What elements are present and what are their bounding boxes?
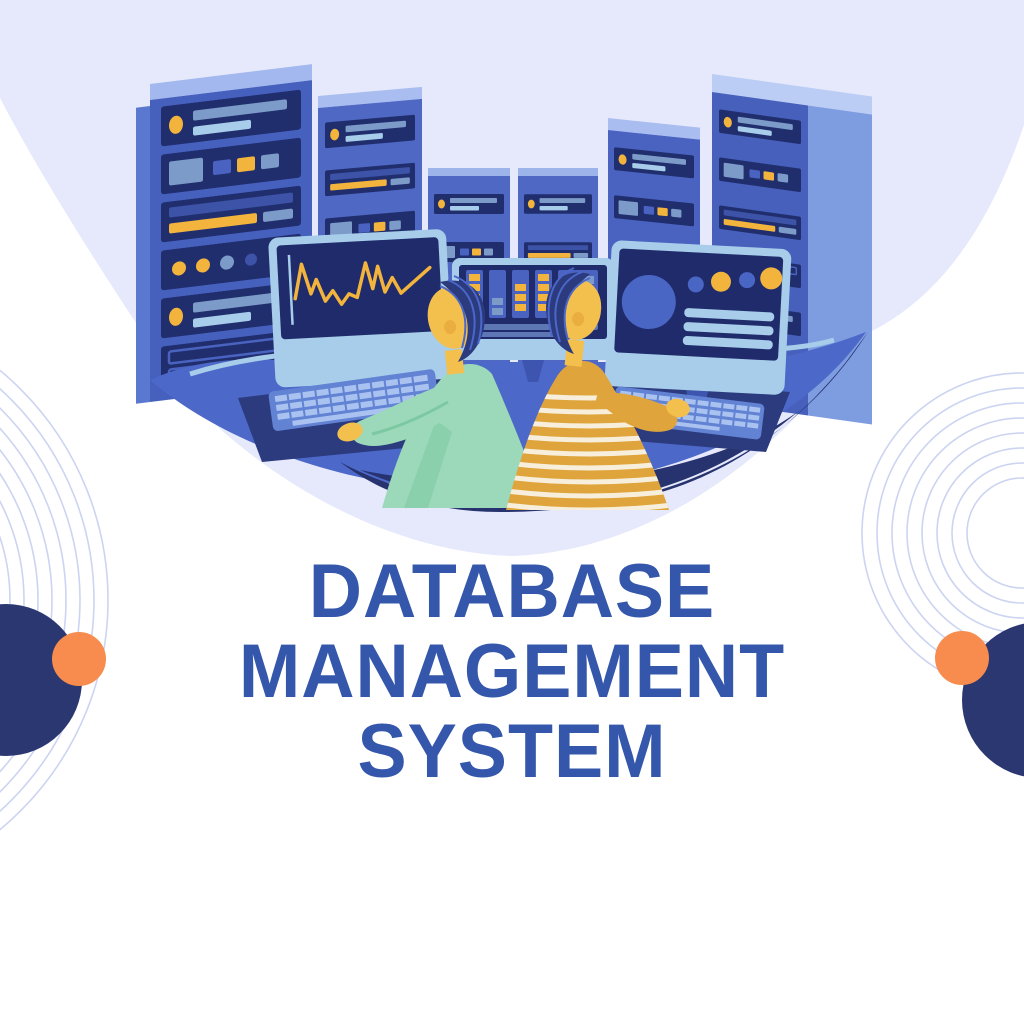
person-left-hand [337, 422, 363, 442]
monitor-stand [522, 360, 544, 382]
person-right-hand [666, 398, 690, 418]
person-right-head [546, 267, 602, 354]
person-right [506, 267, 690, 510]
person-left-shade [404, 420, 452, 508]
right-orange-circle [935, 631, 989, 685]
monitor-status-dots [604, 240, 792, 427]
title-line-1: DATABASE [308, 549, 716, 634]
person-left-arm [351, 382, 460, 447]
left-rings [0, 369, 109, 831]
person-left-ear [444, 320, 457, 334]
person-left [337, 275, 545, 508]
person-left-head [427, 275, 486, 362]
poster-title: DATABASE MANAGEMENT SYSTEM [0, 552, 1024, 792]
monitor-line-chart [268, 229, 454, 420]
keyboard-left [268, 369, 440, 431]
left-orange-circle [52, 632, 106, 686]
line-chart [293, 261, 432, 306]
person-right-arm [596, 392, 678, 432]
title-line-2: MANAGEMENT [238, 629, 786, 714]
person-left-hair [440, 280, 486, 362]
person-right-ear [572, 312, 585, 326]
server-rack-1 [136, 64, 312, 404]
title-line-3: SYSTEM [357, 709, 667, 794]
